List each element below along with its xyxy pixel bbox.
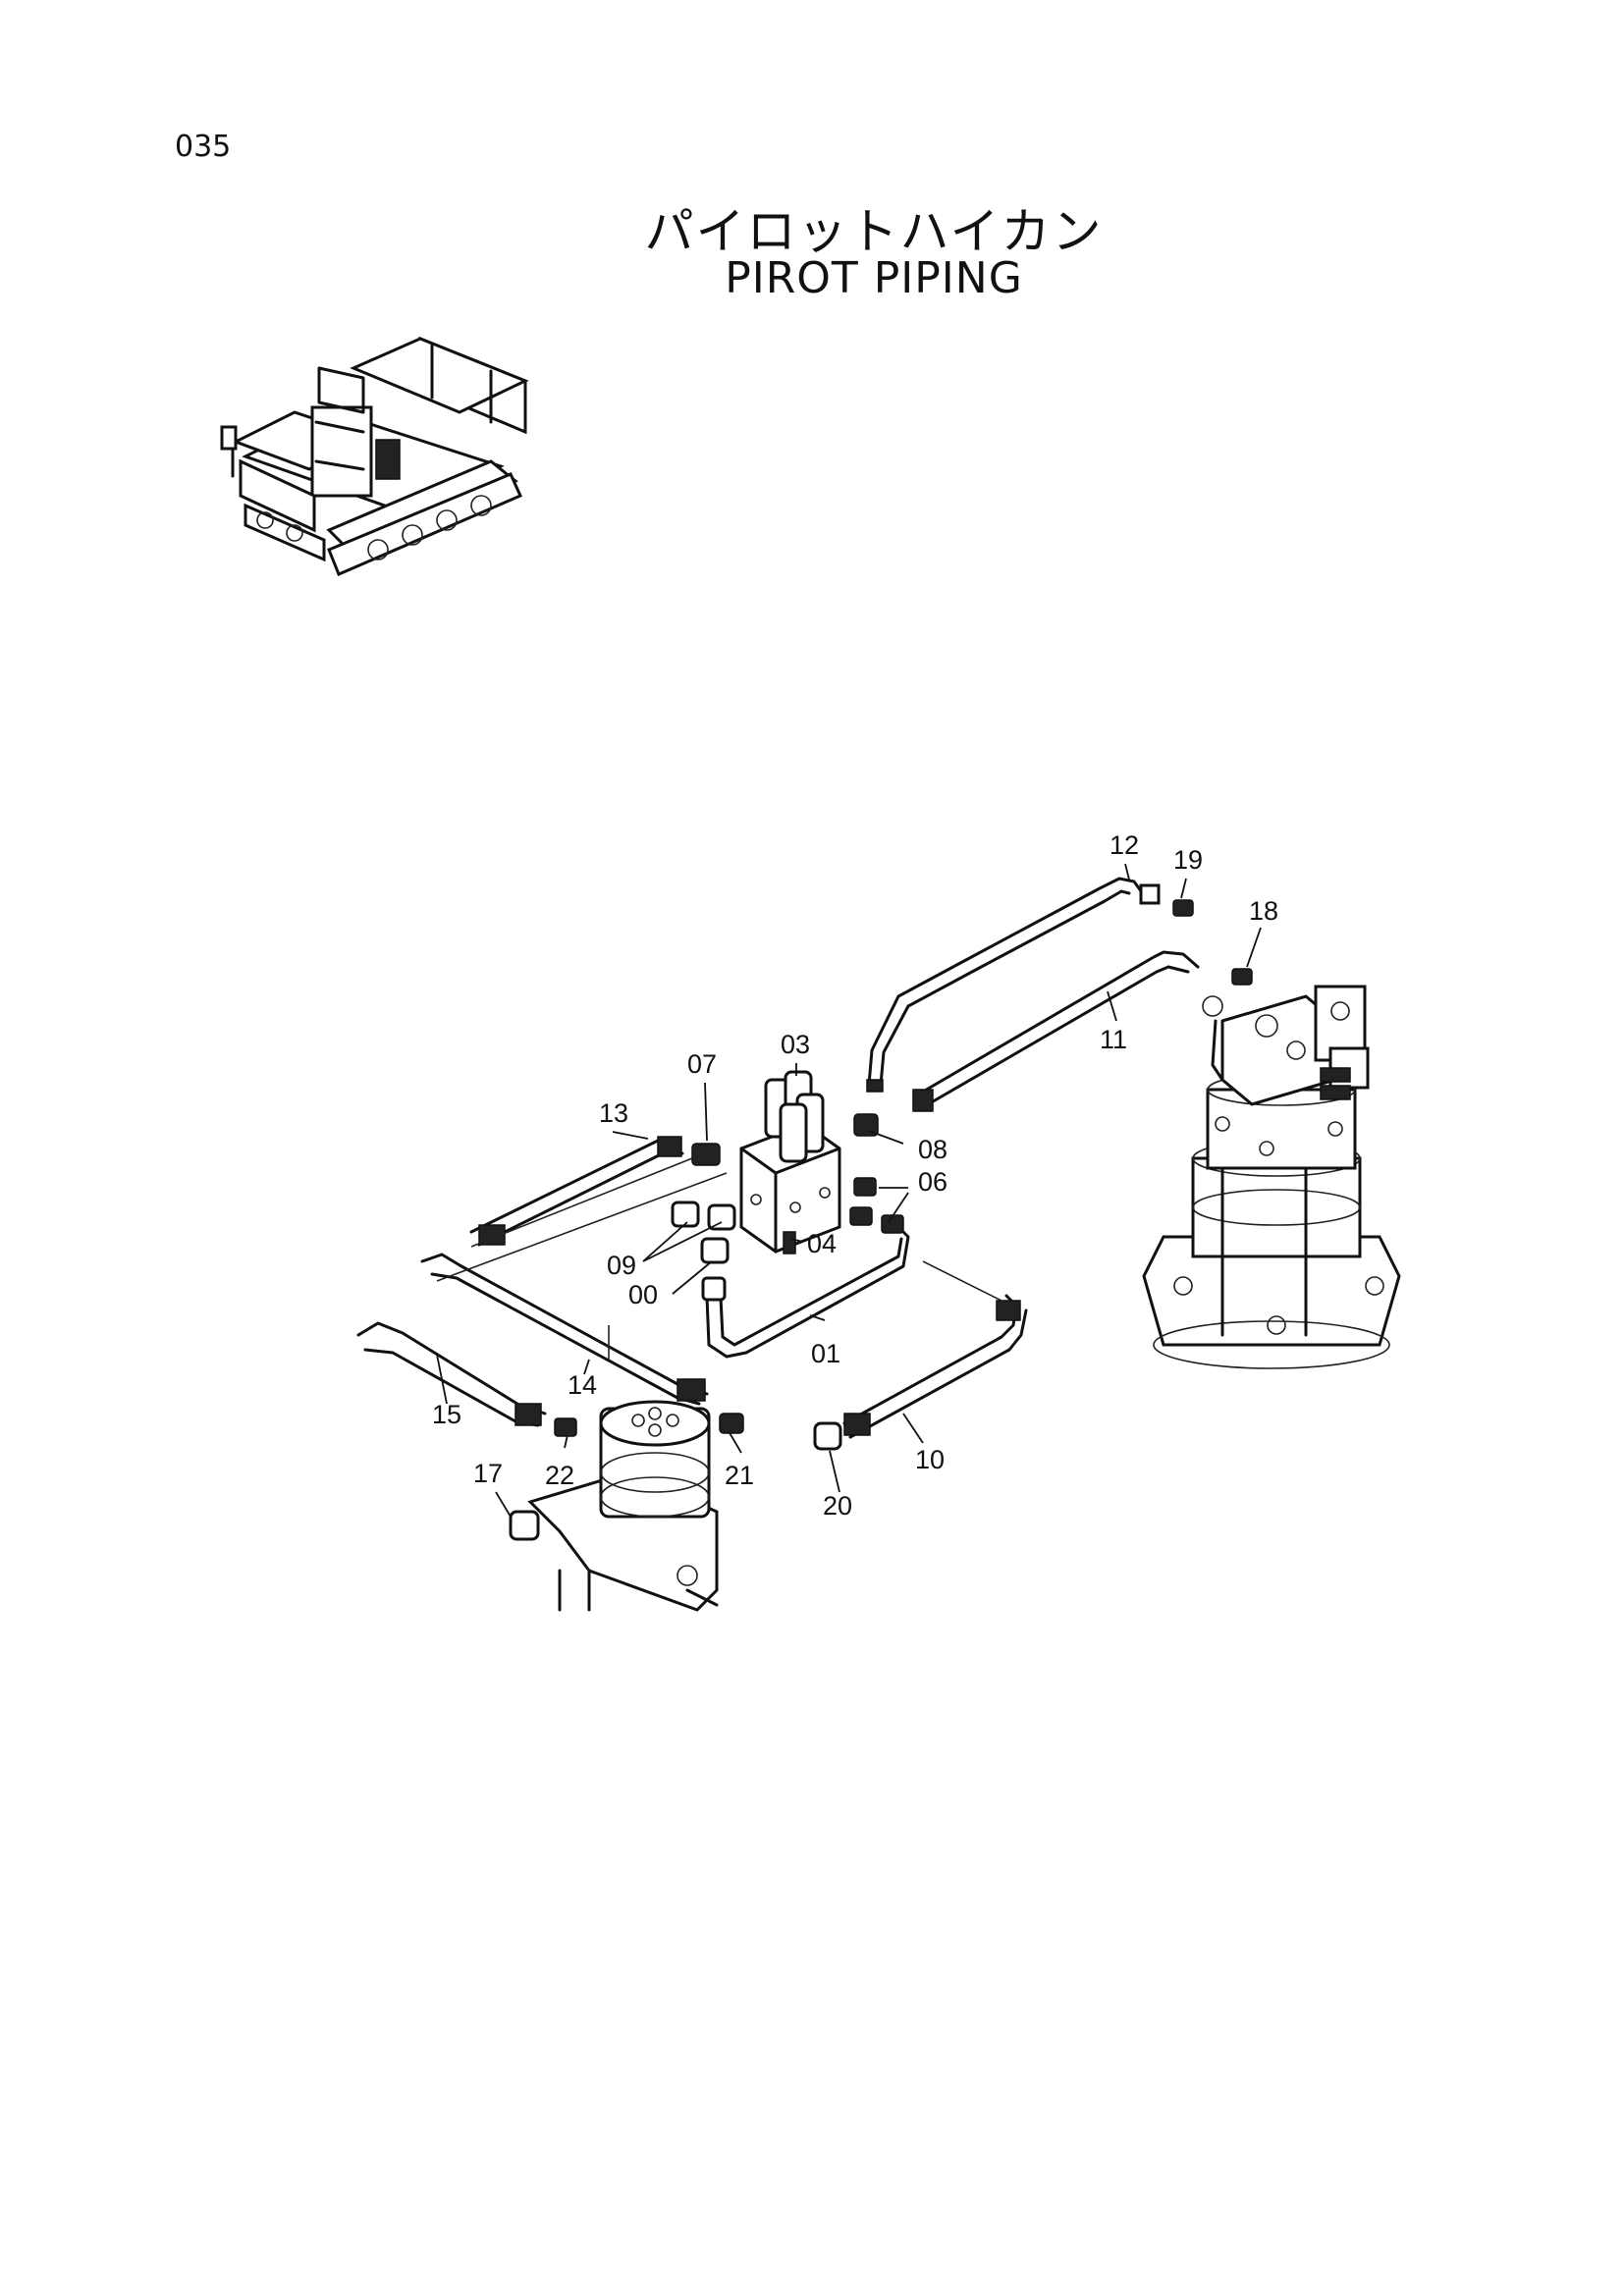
fittings: [509, 899, 1253, 1541]
part-label-00: 00: [628, 1280, 658, 1309]
leader-lines: [436, 863, 1262, 1518]
part-label-12: 12: [1110, 830, 1139, 860]
part-label-14: 14: [568, 1370, 597, 1400]
part-label-04: 04: [807, 1229, 837, 1258]
part-label-09: 09: [607, 1251, 636, 1280]
part-label-17: 17: [473, 1459, 503, 1488]
title-japanese: パイロットハイカン: [644, 203, 1104, 260]
title-english: PIROT PIPING: [725, 253, 1023, 303]
center-swivel-joint: [527, 1400, 719, 1612]
part-label-06: 06: [918, 1167, 947, 1197]
part-label-11: 11: [1100, 1025, 1127, 1054]
part-label-08: 08: [918, 1135, 947, 1164]
part-label-18: 18: [1249, 896, 1278, 926]
part-label-19: 19: [1173, 845, 1203, 875]
valve-block: [739, 1070, 841, 1254]
part-label-07: 07: [687, 1049, 717, 1079]
carrier-vehicle-illustration: [220, 336, 529, 576]
page-number: 035: [175, 130, 232, 164]
hose-lines: [356, 877, 1200, 1439]
part-label-13: 13: [599, 1098, 628, 1128]
part-label-01: 01: [811, 1339, 840, 1368]
part-label-03: 03: [781, 1030, 810, 1059]
part-label-21: 21: [725, 1461, 754, 1490]
part-label-20: 20: [823, 1491, 852, 1521]
part-number-labels: 12 19 18 11 03 07 13 08 06 09 04 00 01 1…: [432, 830, 1278, 1521]
part-label-22: 22: [545, 1461, 574, 1490]
swing-motor-assembly: [1142, 985, 1401, 1369]
part-label-10: 10: [915, 1445, 945, 1474]
part-label-15: 15: [432, 1400, 461, 1429]
